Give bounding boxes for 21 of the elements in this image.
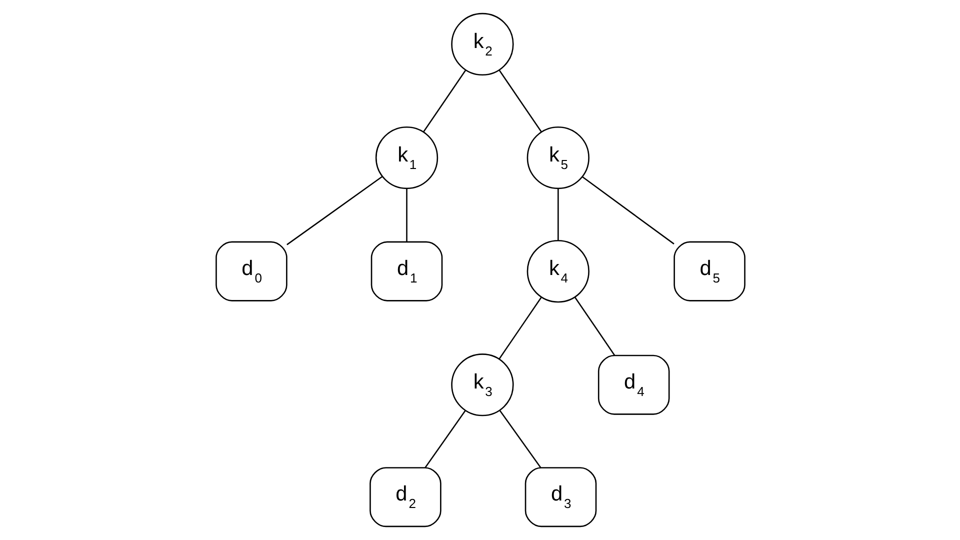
node-box: d$_{4}$ xyxy=(597,354,670,415)
node-box: d$_{2}$ xyxy=(369,467,441,528)
connector xyxy=(286,176,382,246)
connector xyxy=(582,176,674,244)
node-box: d$_{1}$ xyxy=(370,241,442,302)
node-box: d$_{3}$ xyxy=(524,467,596,528)
node-box: d$_{5}$ xyxy=(673,241,745,302)
node-circle: k$_{5}$ xyxy=(526,126,589,190)
node-circle: k$_{1}$ xyxy=(374,126,438,190)
node-circle: k$_{3}$ xyxy=(450,354,514,416)
connector xyxy=(498,296,542,360)
node-box: d$_{0}$ xyxy=(215,241,287,302)
connector xyxy=(424,410,466,468)
node-circle: k$_{4}$ xyxy=(526,240,589,303)
connector xyxy=(422,70,466,132)
connector xyxy=(498,410,541,468)
node-circle: k$_{2}$ xyxy=(450,12,514,76)
connector xyxy=(498,70,542,132)
connector xyxy=(557,188,558,241)
connector xyxy=(406,188,407,242)
connector xyxy=(574,296,615,356)
